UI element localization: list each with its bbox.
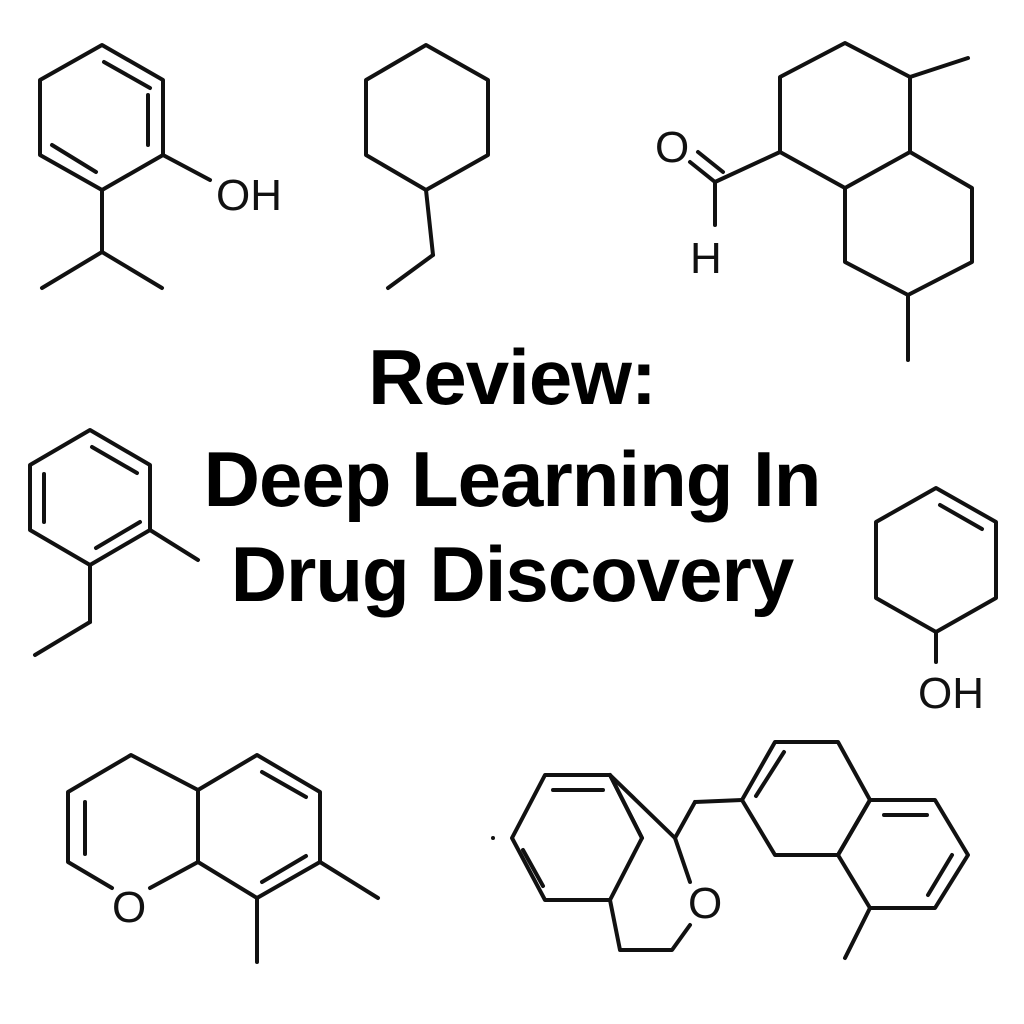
molecule-isochroman-dihydronaphthalene: O xyxy=(491,740,970,960)
oh-label: OH xyxy=(918,669,984,718)
o-label: O xyxy=(112,883,146,932)
o-label: O xyxy=(655,123,689,172)
molecule-ethylcyclohexane xyxy=(364,43,490,290)
title-line-1: Review: xyxy=(368,333,657,421)
molecule-decalin-carbaldehyde: O H xyxy=(655,41,974,362)
molecule-dimethyl-chromene: O xyxy=(66,753,380,964)
title-line-2: Deep Learning In xyxy=(203,435,822,523)
molecule-2-isopropylphenol: OH xyxy=(38,43,282,290)
molecule-cyclohexenol: OH xyxy=(874,486,998,718)
oh-label: OH xyxy=(216,171,282,220)
molecule-2-ethyltoluene xyxy=(28,428,200,657)
title-line-3: Drug Discovery xyxy=(230,530,795,618)
h-label: H xyxy=(690,234,722,283)
o-label: O xyxy=(688,879,722,928)
